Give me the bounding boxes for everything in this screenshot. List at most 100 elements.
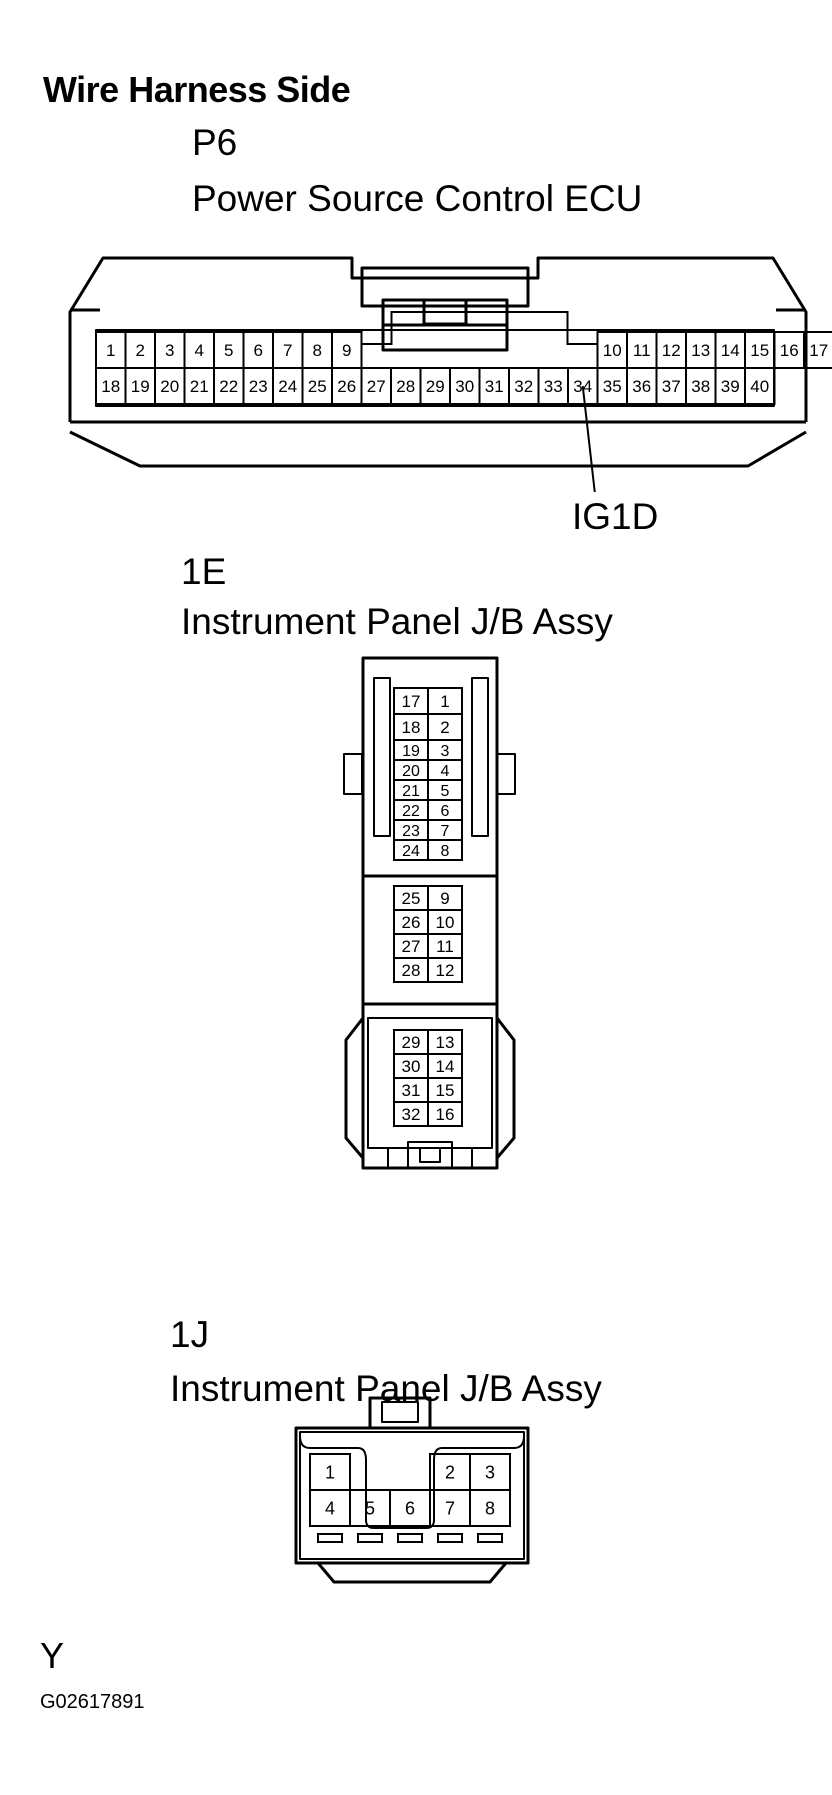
e1-pin-19: 19 bbox=[402, 743, 420, 760]
e1-pin-26: 26 bbox=[402, 913, 421, 932]
p6-pin-19: 19 bbox=[131, 377, 150, 396]
e1-pin-5: 5 bbox=[441, 783, 450, 800]
e1-pin-22: 22 bbox=[402, 803, 420, 820]
p6-pin-20: 20 bbox=[160, 377, 179, 396]
j1-latch-tab bbox=[477, 1533, 503, 1543]
p6-pin-25: 25 bbox=[308, 377, 327, 396]
e1-pin-8: 8 bbox=[441, 843, 450, 860]
p6-pin-36: 36 bbox=[632, 377, 651, 396]
p6-pin-12: 12 bbox=[662, 341, 681, 360]
p6-pin-17: 17 bbox=[809, 341, 828, 360]
p6-pin-9: 9 bbox=[342, 341, 351, 360]
p6-pin-18: 18 bbox=[101, 377, 120, 396]
e1-pin-21: 21 bbox=[402, 783, 420, 800]
e1-pin-32: 32 bbox=[402, 1105, 421, 1124]
j1-pin-2: 2 bbox=[445, 1462, 455, 1482]
e1-pin-2: 2 bbox=[440, 718, 449, 737]
e1-connector-code: 1E bbox=[181, 551, 227, 592]
e1-pin-27: 27 bbox=[402, 937, 421, 956]
p6-pin-40: 40 bbox=[750, 377, 769, 396]
p6-pin-30: 30 bbox=[455, 377, 474, 396]
p6-connector-code: P6 bbox=[192, 122, 238, 163]
p6-pin-23: 23 bbox=[249, 377, 268, 396]
diagram-title: Wire Harness Side bbox=[43, 69, 351, 110]
p6-pin-33: 33 bbox=[544, 377, 563, 396]
p6-pin-32: 32 bbox=[514, 377, 533, 396]
e1-pin-4: 4 bbox=[441, 763, 450, 780]
p6-pin-35: 35 bbox=[603, 377, 622, 396]
j1-connector-name: Instrument Panel J/B Assy bbox=[170, 1368, 602, 1409]
p6-pin-26: 26 bbox=[337, 377, 356, 396]
j1-pin-7: 7 bbox=[445, 1498, 455, 1518]
p6-pin-8: 8 bbox=[313, 341, 322, 360]
p6-key-slot bbox=[361, 311, 598, 345]
e1-pin-14: 14 bbox=[436, 1057, 455, 1076]
e1-pin-12-cell bbox=[427, 957, 463, 983]
j1-latch-tab bbox=[317, 1533, 343, 1543]
e1-pin-7: 7 bbox=[441, 823, 450, 840]
p6-pin-40-cell bbox=[744, 367, 776, 405]
e1-pin-30: 30 bbox=[402, 1057, 421, 1076]
variant-label: Y bbox=[40, 1635, 65, 1676]
j1-pin-8-cell bbox=[469, 1489, 511, 1527]
j1-pin-3: 3 bbox=[485, 1462, 495, 1482]
p6-pin-16: 16 bbox=[780, 341, 799, 360]
figure-id: G02617891 bbox=[40, 1691, 145, 1713]
e1-pin-18: 18 bbox=[402, 718, 421, 737]
j1-pin-1: 1 bbox=[325, 1462, 335, 1482]
e1-pin-20: 20 bbox=[402, 763, 420, 780]
e1-pin-13: 13 bbox=[436, 1033, 455, 1052]
p6-pin-22: 22 bbox=[219, 377, 238, 396]
p6-pin-28: 28 bbox=[396, 377, 415, 396]
j1-pin-4: 4 bbox=[325, 1498, 335, 1518]
p6-pin-15: 15 bbox=[750, 341, 769, 360]
p6-pin-38: 38 bbox=[691, 377, 710, 396]
p6-pin-7: 7 bbox=[283, 341, 292, 360]
p6-pin-14: 14 bbox=[721, 341, 740, 360]
p6-pin-3: 3 bbox=[165, 341, 174, 360]
j1-pin-6: 6 bbox=[405, 1498, 415, 1518]
p6-pin-10: 10 bbox=[603, 341, 622, 360]
e1-pin-15: 15 bbox=[436, 1081, 455, 1100]
ig1d-leader-line bbox=[581, 385, 596, 493]
j1-latch-tab bbox=[357, 1533, 383, 1543]
p6-pin-17-cell bbox=[803, 331, 832, 369]
p6-connector-name: Power Source Control ECU bbox=[192, 178, 643, 219]
e1-pin-23: 23 bbox=[402, 823, 420, 840]
p6-pin-31: 31 bbox=[485, 377, 504, 396]
j1-pin-5: 5 bbox=[365, 1498, 375, 1518]
p6-pin-27: 27 bbox=[367, 377, 386, 396]
e1-pin-31: 31 bbox=[402, 1081, 421, 1100]
p6-pin-21: 21 bbox=[190, 377, 209, 396]
p6-pin-4: 4 bbox=[195, 341, 204, 360]
e1-pin-29: 29 bbox=[402, 1033, 421, 1052]
j1-connector-code: 1J bbox=[170, 1314, 210, 1355]
e1-pin-24: 24 bbox=[402, 843, 420, 860]
e1-connector-body bbox=[343, 656, 516, 1170]
e1-pin-25: 25 bbox=[402, 889, 421, 908]
e1-connector-name: Instrument Panel J/B Assy bbox=[181, 601, 613, 642]
e1-pin-9: 9 bbox=[440, 889, 449, 908]
e1-pin-10: 10 bbox=[436, 913, 455, 932]
e1-pin-28: 28 bbox=[402, 961, 421, 980]
e1-pin-8-cell bbox=[427, 839, 463, 861]
ig1d-callout-line bbox=[581, 385, 596, 493]
ig1d-callout-label: IG1D bbox=[572, 496, 659, 537]
p6-pin-37: 37 bbox=[662, 377, 681, 396]
e1-pin-6: 6 bbox=[441, 803, 450, 820]
p6-pin-29: 29 bbox=[426, 377, 445, 396]
e1-pin-17: 17 bbox=[402, 692, 421, 711]
e1-pin-11: 11 bbox=[436, 937, 454, 956]
e1-pin-16-cell bbox=[427, 1101, 463, 1127]
e1-pin-16: 16 bbox=[436, 1105, 455, 1124]
e1-pin-12: 12 bbox=[436, 961, 455, 980]
p6-pin-24: 24 bbox=[278, 377, 297, 396]
p6-pin-1: 1 bbox=[106, 341, 115, 360]
p6-pin-5: 5 bbox=[224, 341, 233, 360]
p6-pin-13: 13 bbox=[691, 341, 710, 360]
e1-pin-1: 1 bbox=[440, 692, 449, 711]
